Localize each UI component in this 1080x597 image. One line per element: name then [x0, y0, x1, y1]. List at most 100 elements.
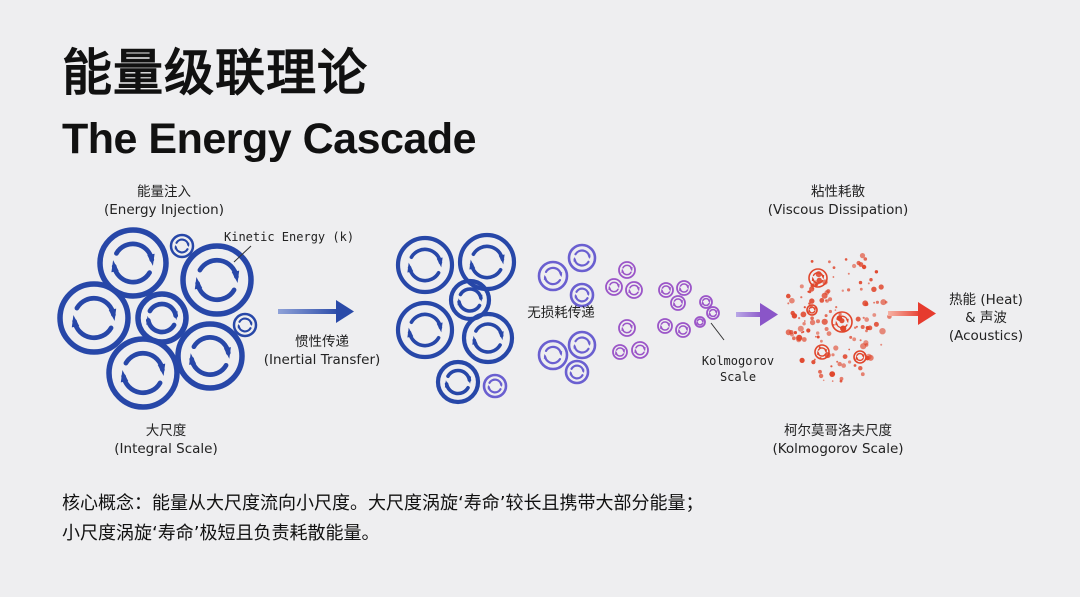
- dissipation-dot: [828, 309, 833, 314]
- dissipation-dot: [828, 297, 833, 302]
- dissipation-dot: [802, 330, 805, 333]
- dissipation-dot: [824, 352, 831, 359]
- dissipation-dot: [810, 316, 814, 321]
- dissipation-dot: [821, 318, 828, 325]
- dissipation-dot: [789, 297, 795, 304]
- dissipation-dot: [847, 288, 851, 292]
- dissipation-dot: [865, 356, 870, 361]
- dissipation-dot: [865, 326, 869, 330]
- dissipation-dot: [862, 316, 865, 319]
- small-inject-eddy: [169, 233, 195, 259]
- small-eddy: [699, 295, 713, 309]
- dissipation-dot: [807, 290, 810, 293]
- dissipation-dot: [835, 306, 838, 309]
- dissipation-dot: [796, 337, 802, 343]
- dissipation-dot: [871, 286, 877, 292]
- dissipation-dot: [879, 328, 886, 335]
- dissipation-dot: [790, 310, 795, 316]
- dissipation-dot: [841, 363, 846, 368]
- dissipation-dot: [840, 325, 847, 332]
- dissipation-dot: [801, 331, 803, 334]
- inertial-transfer-label: 惯性传递 (Inertial Transfer): [252, 333, 392, 369]
- dissipation-dot: [792, 336, 796, 341]
- large-eddy: [57, 281, 131, 355]
- energy-injection-en: (Energy Injection): [104, 202, 224, 218]
- small-eddy: [657, 318, 673, 334]
- integral-scale-zh: 大尺度: [145, 423, 187, 439]
- dissipation-dot: [869, 278, 873, 282]
- kolmogorov-scale-zh: 柯尔莫哥洛夫尺度: [784, 423, 892, 439]
- dissipation-dot: [839, 318, 845, 324]
- small-eddy: [631, 341, 649, 359]
- dissipation-dot: [813, 280, 819, 286]
- kolmogorov-marker-line2: Scale: [719, 370, 757, 384]
- dissipation-dot: [797, 325, 804, 332]
- dissipation-dot: [862, 300, 869, 307]
- dissipation-particles: [785, 253, 892, 383]
- medium-eddy: [482, 373, 508, 399]
- dissipation-dot: [860, 325, 865, 329]
- dissipation-dot: [837, 361, 842, 367]
- dissipation-dot: [821, 292, 828, 299]
- small-inject-eddy: [232, 312, 258, 338]
- dissipation-dot: [831, 353, 835, 357]
- large-eddy: [448, 278, 492, 322]
- dissipation-dot: [852, 263, 857, 269]
- dissipation-dot: [833, 345, 839, 351]
- viscous-dissipation-en: (Viscous Dissipation): [767, 202, 909, 218]
- title-chinese: 能量级联理论: [62, 44, 368, 102]
- dissipation-dot: [855, 325, 858, 328]
- dissipation-eddy: [853, 350, 867, 364]
- medium-eddy: [537, 260, 569, 292]
- dissipation-dot: [841, 289, 844, 292]
- heat-line2: & 声波: [965, 310, 1007, 326]
- dissipation-dot: [863, 257, 868, 261]
- dissipation-dot: [839, 376, 844, 381]
- dissipation-dot: [852, 337, 857, 342]
- core-concept-line2: 小尺度涡旋‘寿命’极短且负责耗散能量。: [62, 523, 380, 544]
- heat-acoustics-label: 热能 (Heat) & 声波 (Acoustics): [938, 291, 1034, 345]
- dissipation-dot: [822, 279, 828, 285]
- large-eddy: [395, 300, 455, 360]
- dissipation-dot: [834, 309, 837, 311]
- small-eddy: [605, 278, 623, 296]
- dissipation-dot: [855, 316, 861, 322]
- dissipation-dot: [861, 264, 867, 270]
- dissipation-dot: [848, 360, 852, 364]
- dissipation-dot: [884, 300, 888, 304]
- dissipation-dot: [853, 364, 857, 367]
- dissipation-dot: [832, 266, 836, 269]
- small-eddy: [618, 319, 636, 337]
- small-eddy: [618, 261, 636, 279]
- inertial-transfer-en: (Inertial Transfer): [263, 352, 381, 368]
- viscous-dissipation-label: 粘性耗散 (Viscous Dissipation): [758, 183, 918, 219]
- kolmogorov-scale-marker: Kolmogorov Scale: [690, 353, 786, 385]
- dissipation-dot: [839, 379, 843, 383]
- kinetic-leader-line: [233, 245, 252, 263]
- dissipation-dot: [818, 373, 824, 379]
- dissipation-dot: [790, 332, 794, 337]
- kolmogorov-marker-line1: Kolmogorov: [701, 354, 775, 368]
- energy-injection-label: 能量注入 (Energy Injection): [94, 183, 234, 219]
- dissipation-dot: [818, 369, 822, 374]
- small-eddy: [706, 306, 720, 320]
- small-eddy: [675, 322, 691, 338]
- core-concept-line1: 核心概念：能量从大尺度流向小尺度。大尺度涡旋‘寿命’较长且携带大部分能量；: [62, 493, 704, 514]
- eddy-group: [57, 227, 867, 410]
- dissipation-dot: [836, 360, 839, 363]
- core-concept-note: 核心概念：能量从大尺度流向小尺度。大尺度涡旋‘寿命’较长且携带大部分能量； 小尺…: [62, 489, 703, 549]
- dissipation-dot: [818, 346, 821, 349]
- large-eddy: [461, 311, 515, 365]
- small-eddy: [676, 280, 692, 296]
- integral-scale-label: 大尺度 (Integral Scale): [96, 422, 236, 458]
- dissipation-dot: [802, 322, 806, 326]
- medium-eddy: [569, 282, 595, 308]
- dissipation-arrow: [736, 303, 778, 326]
- small-eddy: [612, 344, 628, 360]
- dissipation-dot: [793, 331, 798, 335]
- large-eddy: [435, 359, 481, 405]
- dissipation-dot: [824, 314, 828, 318]
- small-eddy: [694, 316, 706, 328]
- dissipation-dot: [816, 319, 820, 324]
- kolmogorov-scale-label: 柯尔莫哥洛夫尺度 (Kolmogorov Scale): [758, 422, 918, 458]
